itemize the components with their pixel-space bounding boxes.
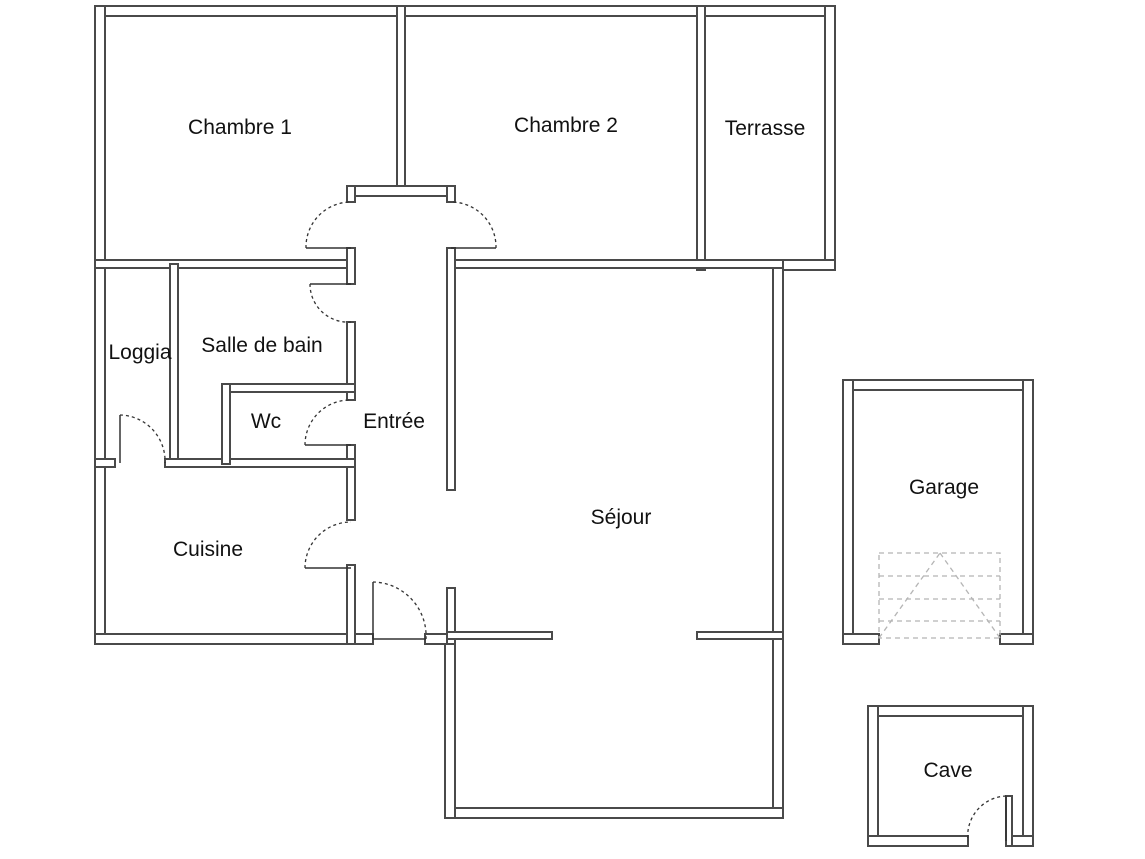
garage-walls [842,379,1034,645]
room-label-cave: Cave [923,759,972,782]
room-label-entree: Entrée [363,410,425,433]
wall [824,5,836,271]
room-label-sejour: Séjour [591,506,652,529]
room-label-garage: Garage [909,476,979,499]
wall [164,458,356,468]
room-label-terrasse: Terrasse [725,117,806,140]
door-wc [304,399,352,446]
room-label-salle-de-bain: Salle de bain [201,334,322,357]
garage-door-frame [878,552,1001,639]
door-entree [372,581,427,640]
wall [867,835,969,847]
doors [119,201,1007,842]
wall [346,185,456,197]
wall [696,631,784,640]
wall [444,633,456,819]
wall [446,185,456,203]
wall [169,263,179,465]
wall [842,379,1034,391]
garage-door-line [939,552,1001,639]
wall [772,259,784,819]
garage-door-outline [878,552,1001,639]
room-label-wc: Wc [251,410,281,433]
room-labels: Chambre 1 Chambre 2 Terrasse Loggia Sall… [108,114,979,782]
wall [867,705,879,847]
door-cuisine [304,521,352,569]
door-chambre-1 [305,201,352,249]
wall [94,458,116,468]
wall [444,807,784,819]
wall [1005,795,1013,847]
room-label-loggia: Loggia [108,341,171,364]
wall [867,705,1034,717]
wall [396,5,406,197]
wall [999,633,1034,645]
wall [94,633,374,645]
room-label-chambre-1: Chambre 1 [188,116,292,139]
room-label-cuisine: Cuisine [173,538,243,561]
wall [446,247,456,491]
door-salle-de-bain [309,283,352,323]
wall [1022,705,1034,847]
garage-door-line [878,552,941,639]
wall [346,185,356,203]
wall [446,631,553,640]
room-label-chambre-2: Chambre 2 [514,114,618,137]
wall [446,259,784,269]
wall [221,383,231,465]
wall [346,564,356,645]
wall [1022,379,1034,645]
wall [94,259,356,269]
door-cave [967,795,1007,842]
wall [446,587,456,645]
wall [221,383,356,393]
wall [94,5,106,645]
door-loggia [119,414,166,464]
wall [842,379,854,645]
door-chambre-2 [450,201,497,249]
wall [842,633,880,645]
wall [696,5,706,271]
wall [346,247,356,285]
wall [94,5,836,17]
wall [346,444,356,521]
